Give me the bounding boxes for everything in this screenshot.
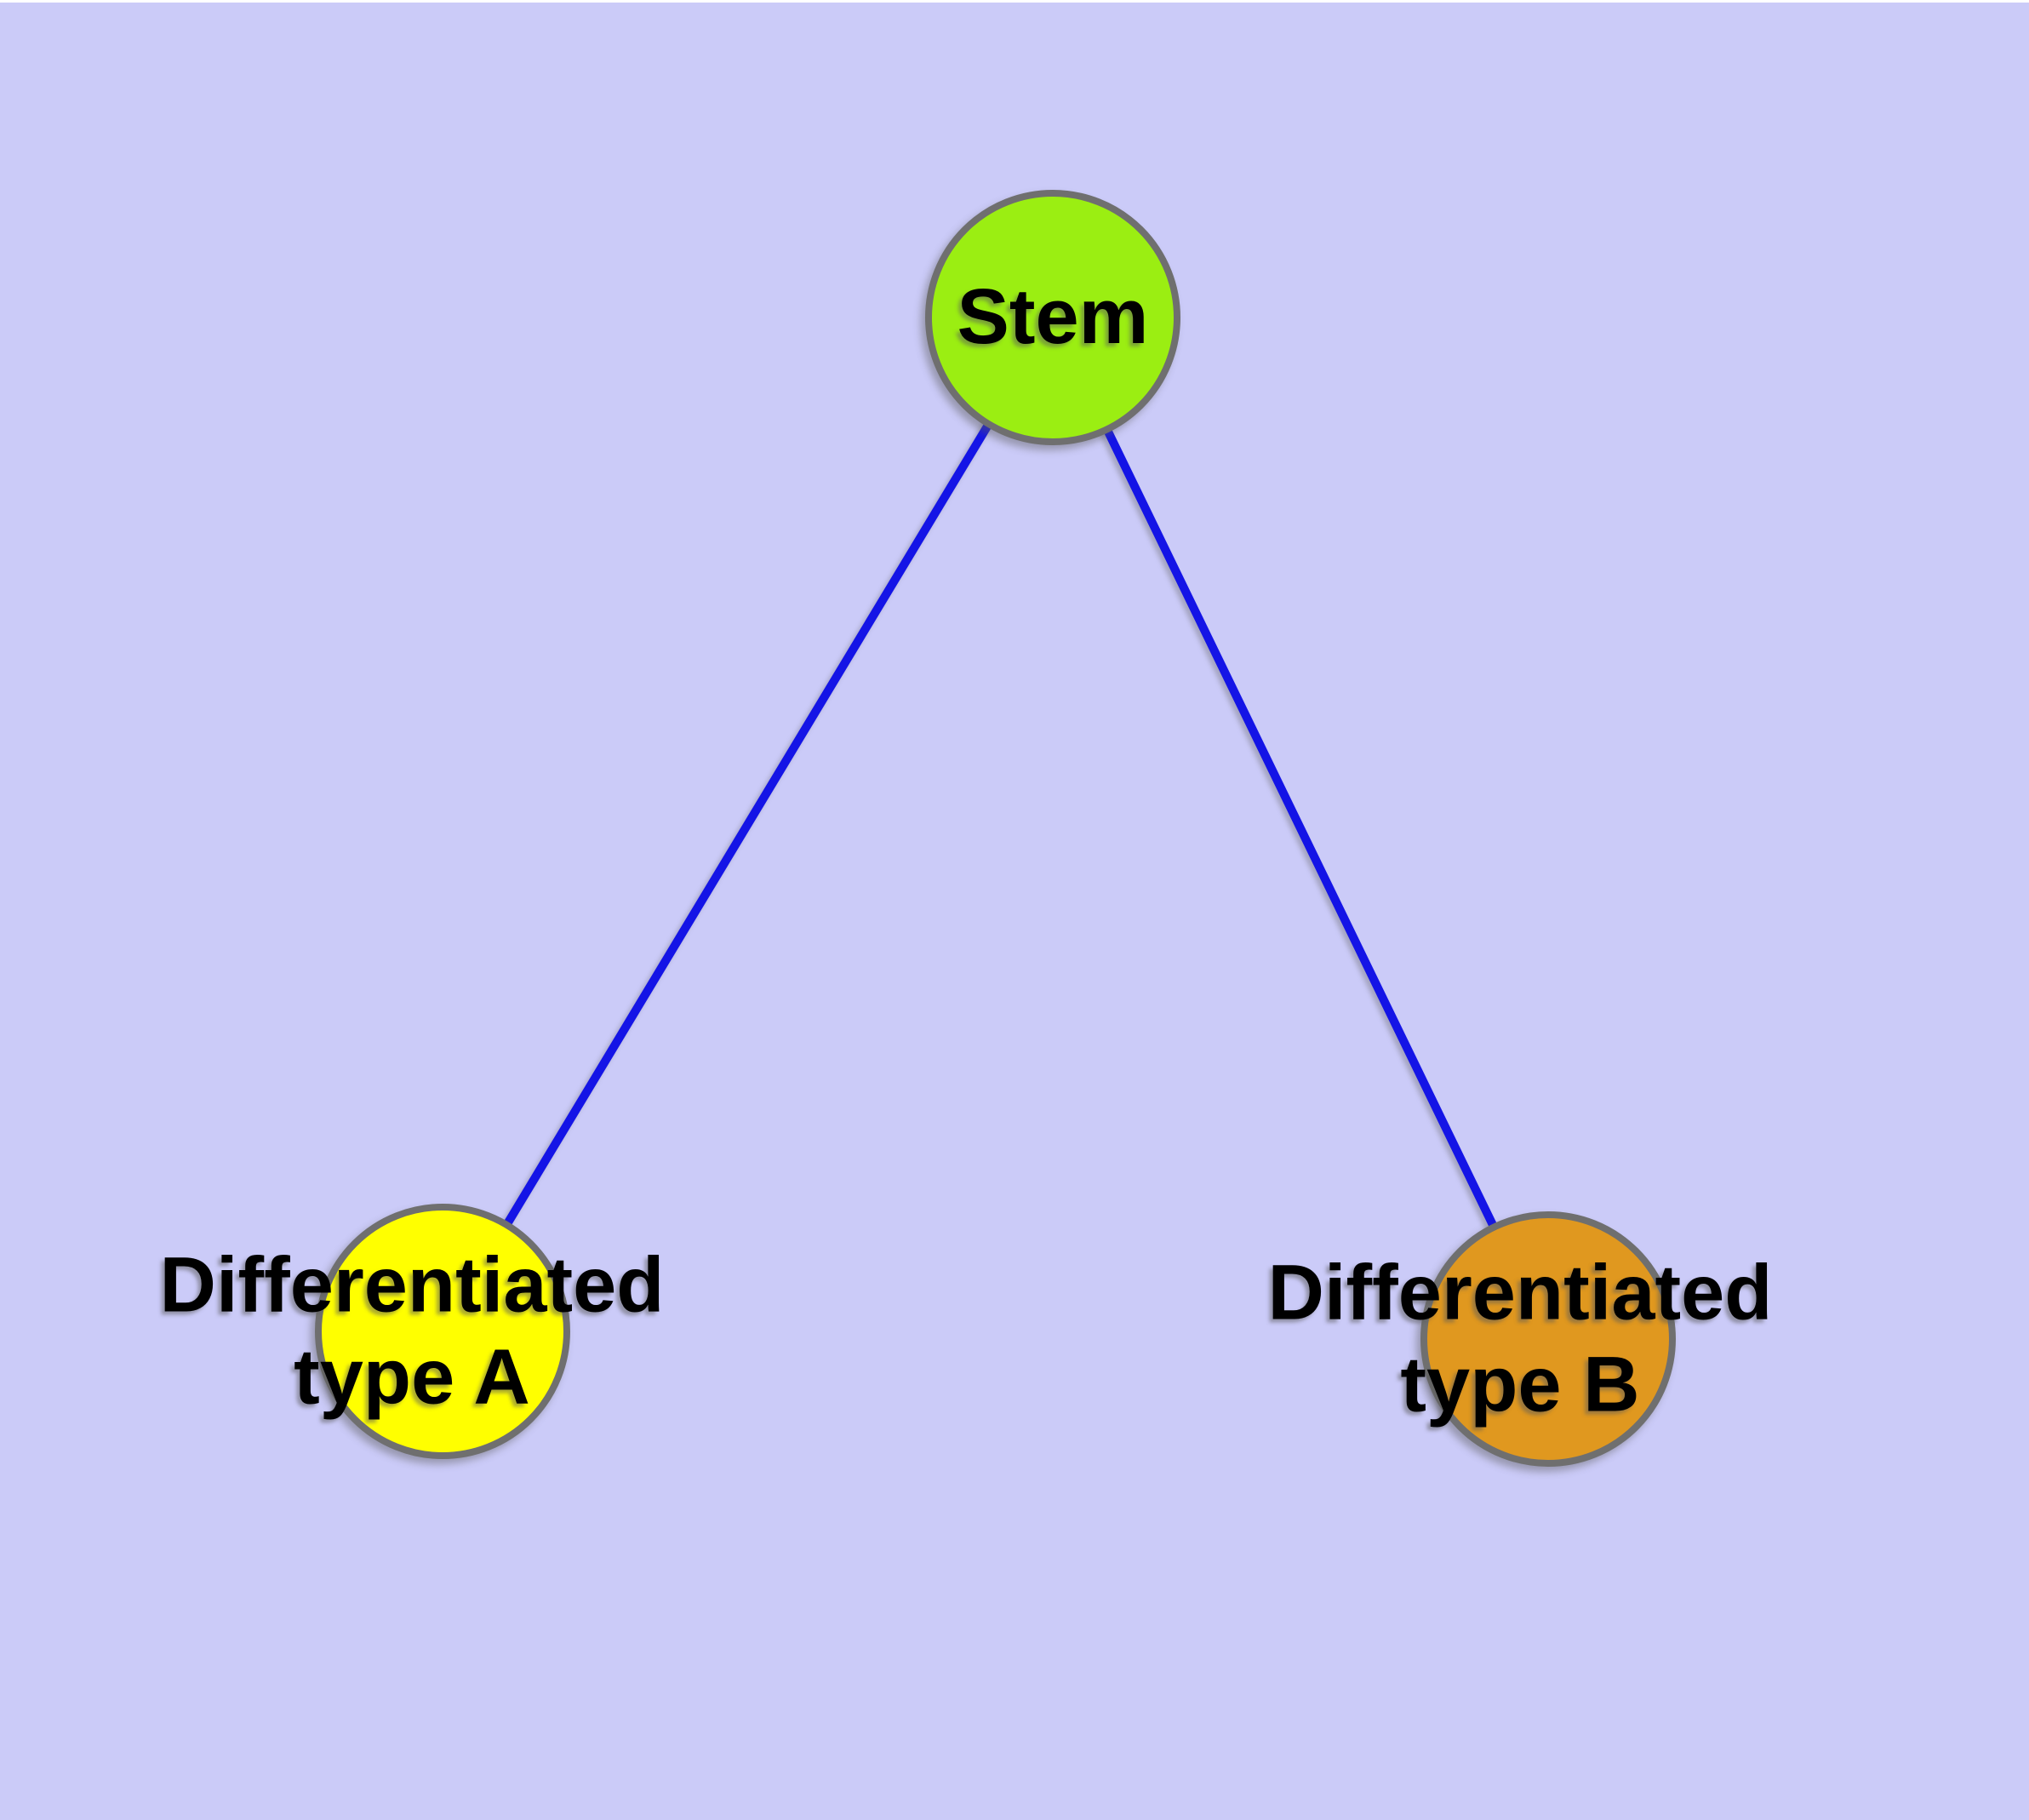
top-edge-highlight — [0, 0, 2029, 3]
node-type-b-label-line1: Differentiated — [1267, 1249, 1773, 1336]
node-stem-label: Stem — [957, 273, 1149, 361]
node-type-a-label-line2: type A — [294, 1333, 530, 1420]
node-type-b-label-line2: type B — [1400, 1341, 1640, 1428]
node-type-b-label: Differentiated type B — [1268, 1247, 1773, 1430]
edge-stem-to-type-a — [438, 313, 1057, 1336]
node-type-a-label: Differentiated type A — [160, 1239, 665, 1422]
node-type-a-circle — [315, 1204, 570, 1459]
node-type-b-circle — [1420, 1211, 1676, 1467]
node-stem-circle — [925, 190, 1180, 445]
edge-stem-to-type-b — [1049, 313, 1552, 1343]
node-type-a-label-line1: Differentiated — [159, 1241, 665, 1329]
